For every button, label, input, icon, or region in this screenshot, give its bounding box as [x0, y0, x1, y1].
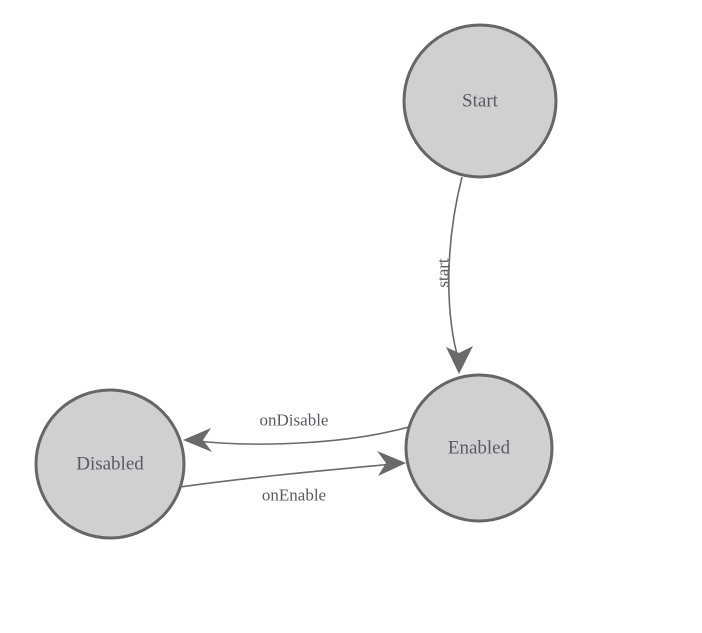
- node-enabled-circle: [404, 373, 554, 523]
- edge-start-to-enabled-arrowhead: [446, 346, 473, 374]
- node-enabled[interactable]: Enabled: [404, 373, 554, 523]
- node-disabled-circle: [34, 388, 186, 540]
- edge-enabled-to-disabled[interactable]: [183, 426, 410, 452]
- edge-disabled-to-enabled[interactable]: [179, 451, 406, 488]
- edge-label-on-enable: onEnable: [262, 486, 326, 505]
- edge-disabled-to-enabled-path: [179, 463, 394, 488]
- node-start[interactable]: Start: [402, 23, 558, 179]
- node-disabled[interactable]: Disabled: [34, 388, 186, 540]
- edge-start-to-enabled-path: [448, 176, 463, 363]
- edge-enabled-to-disabled-path: [195, 426, 410, 445]
- edge-disabled-to-enabled-arrowhead: [377, 451, 406, 476]
- edge-enabled-to-disabled-arrowhead: [183, 428, 212, 452]
- node-start-circle: [402, 23, 558, 179]
- edge-label-on-disable: onDisable: [260, 411, 329, 430]
- edge-start-to-enabled[interactable]: [446, 176, 473, 374]
